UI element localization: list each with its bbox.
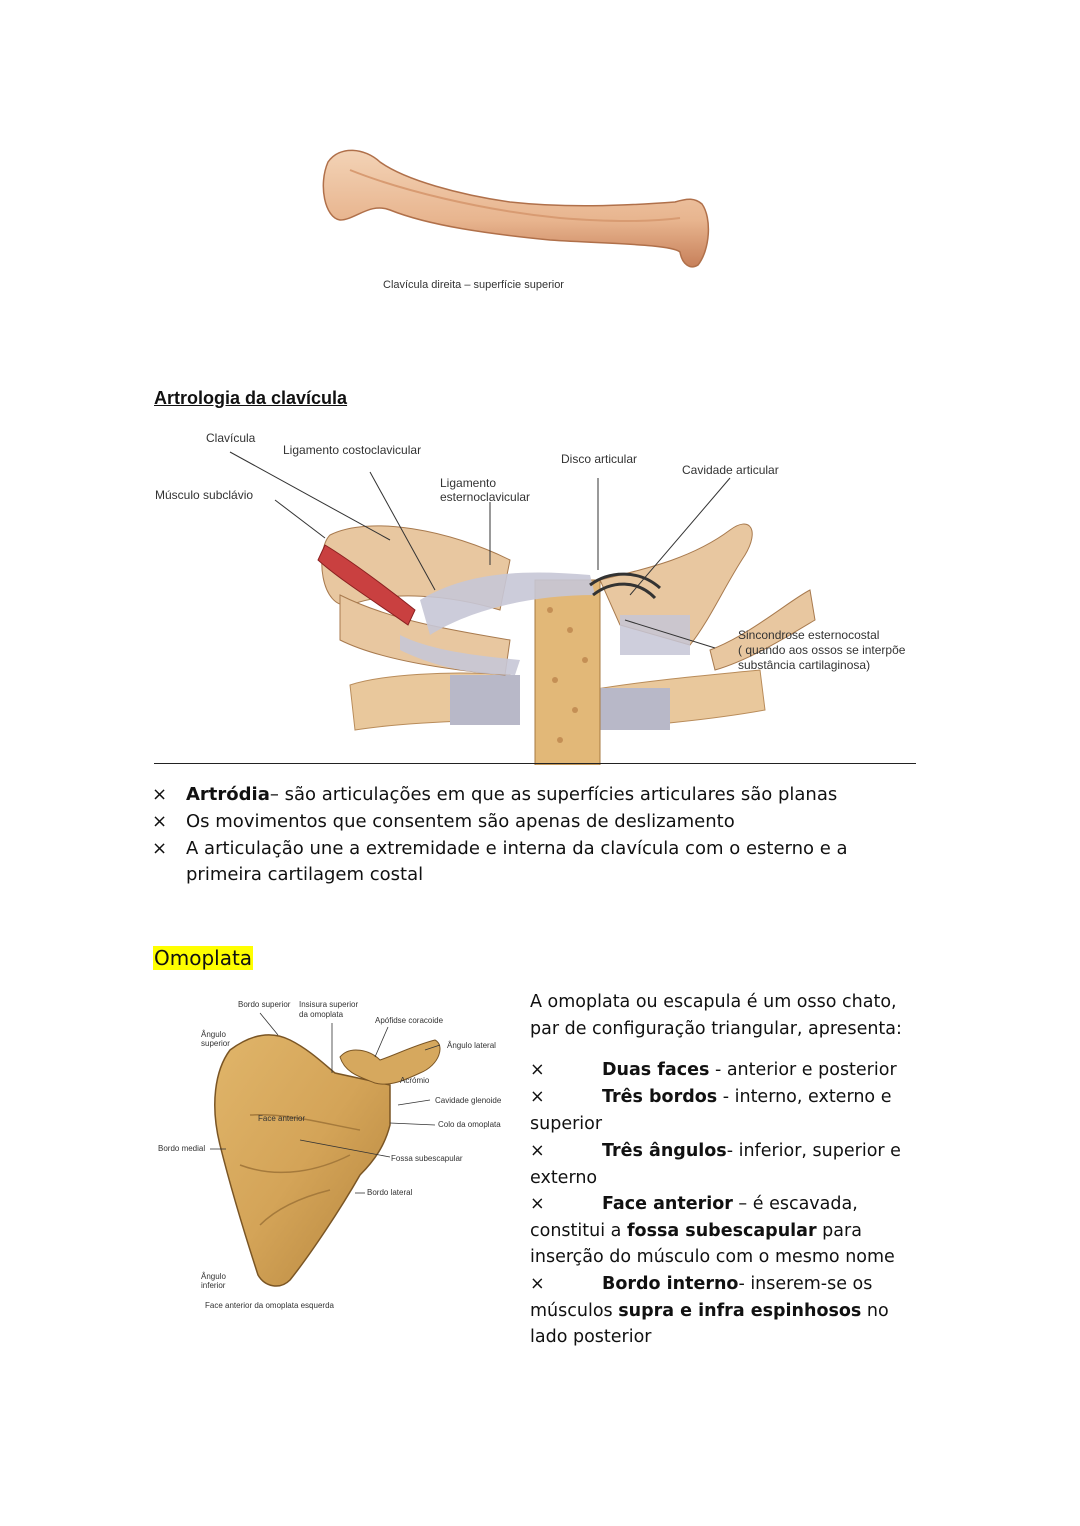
- artrologia-title: Artrologia da clavícula: [154, 388, 348, 408]
- label-sincondrose-1: Sincondrose esternocostal: [738, 628, 880, 642]
- label-angulo-inferior-1: Ângulo: [201, 1272, 226, 1281]
- omoplata-item-face-anterior: × Face anterior – é escavada, constitui a…: [530, 1191, 930, 1271]
- label-musculo-subclavio: Músculo subclávio: [155, 488, 254, 502]
- bullet-text: – são articulações em que as superfícies…: [269, 784, 838, 805]
- clavicle-illustration: [322, 149, 710, 268]
- scapula-caption: Face anterior da omoplata esquerda: [205, 1301, 334, 1310]
- omoplata-item-bordos: × Três bordos - interno, externo e superi…: [530, 1084, 930, 1137]
- bullet-mark: ×: [530, 1087, 545, 1107]
- omoplata-item-angulos: × Três ângulos- inferior, superior e exte…: [530, 1138, 930, 1191]
- bullet-articulacao: × A articulação une a extremidade e inte…: [152, 836, 912, 888]
- bullet-text: Os movimentos que consentem são apenas d…: [186, 811, 735, 832]
- omoplata-intro: A omoplata ou escapula é um osso chato, …: [530, 992, 902, 1039]
- label-sincondrose-3: substância cartilaginosa): [738, 658, 871, 672]
- item-bold-2: fossa subescapular: [626, 1220, 817, 1241]
- item-text-2: para inserção do músculo com o mesmo nom…: [530, 1220, 895, 1268]
- label-face-anterior: Face anterior: [258, 1114, 306, 1123]
- divider: [154, 763, 916, 764]
- bullet-text: A articulação une a extremidade e intern…: [186, 838, 848, 885]
- label-bordo-medial: Bordo medial: [158, 1144, 206, 1153]
- label-ligamento-costoclavicular: Ligamento costoclavicular: [283, 443, 422, 457]
- omoplata-item-bordo-interno: × Bordo interno- inserem-se os músculos s…: [530, 1271, 930, 1351]
- bullet-mark: ×: [530, 1060, 545, 1080]
- item-text: - anterior e posterior: [709, 1060, 897, 1080]
- bullet-movimentos: × Os movimentos que consentem são apenas…: [152, 809, 912, 835]
- item-bold-2: supra e infra espinhosos: [618, 1300, 862, 1321]
- item-bold: Face anterior: [602, 1194, 733, 1214]
- omoplata-title: Omoplata: [153, 946, 254, 970]
- label-disco-articular: Disco articular: [561, 452, 638, 466]
- label-apofise-coracoide: Apófidse coracoide: [375, 1016, 444, 1025]
- bullet-mark: ×: [530, 1141, 545, 1161]
- item-text: - interno, externo e superior: [530, 1087, 892, 1134]
- label-angulo-superior-2: superior: [201, 1039, 230, 1048]
- bullet-bold: Artródia: [186, 784, 270, 805]
- item-text: – é escavada, constitui a: [530, 1194, 858, 1241]
- item-text-2: no lado posterior: [530, 1300, 889, 1348]
- label-fossa-subescapular: Fossa subescapular: [391, 1154, 463, 1163]
- label-cavidade-glenoide: Cavidade glenoide: [435, 1096, 502, 1105]
- label-sincondrose-2: ( quando aos ossos se interpõe: [738, 643, 906, 657]
- item-bold: Duas faces: [602, 1060, 710, 1080]
- bullet-mark: ×: [152, 838, 168, 859]
- label-insisura-1: Insisura superior: [299, 1000, 359, 1009]
- label-clavicula: Clavícula: [206, 431, 256, 445]
- clavicle-caption: Clavícula direita – superfície superior: [383, 279, 564, 291]
- item-text: - inferior, superior e externo: [530, 1141, 901, 1188]
- item-text: - inserem-se os músculos: [530, 1274, 873, 1321]
- label-esternoclavicular: esternoclavicular: [440, 490, 531, 504]
- bullet-mark: ×: [152, 811, 168, 832]
- label-angulo-inferior-2: inferior: [201, 1281, 226, 1290]
- label-colo-omoplata: Colo da omoplata: [438, 1120, 501, 1129]
- omoplata-item-faces: × Duas faces - anterior e posterior: [530, 1057, 930, 1084]
- label-insisura-2: da omoplata: [299, 1010, 344, 1019]
- item-bold: Três bordos: [602, 1087, 718, 1107]
- bullet-mark: ×: [530, 1194, 545, 1214]
- sternoclavicular-illustration: [229, 451, 816, 765]
- label-angulo-lateral: Ângulo lateral: [447, 1041, 496, 1050]
- label-cavidade-articular: Cavidade articular: [682, 463, 779, 477]
- label-angulo-superior-1: Ângulo: [201, 1030, 226, 1039]
- label-acromio: Acrómio: [400, 1076, 430, 1085]
- label-ligamento: Ligamento: [440, 476, 497, 490]
- scapula-illustration: [210, 1012, 441, 1287]
- label-bordo-lateral: Bordo lateral: [367, 1188, 413, 1197]
- bullet-mark: ×: [530, 1274, 545, 1294]
- bullet-artrodia: × Artródia– são articulações em que as s…: [152, 782, 912, 808]
- bullet-mark: ×: [152, 784, 168, 805]
- item-bold: Bordo interno: [602, 1274, 739, 1294]
- label-bordo-superior: Bordo superior: [238, 1000, 291, 1009]
- item-bold: Três ângulos: [602, 1141, 727, 1161]
